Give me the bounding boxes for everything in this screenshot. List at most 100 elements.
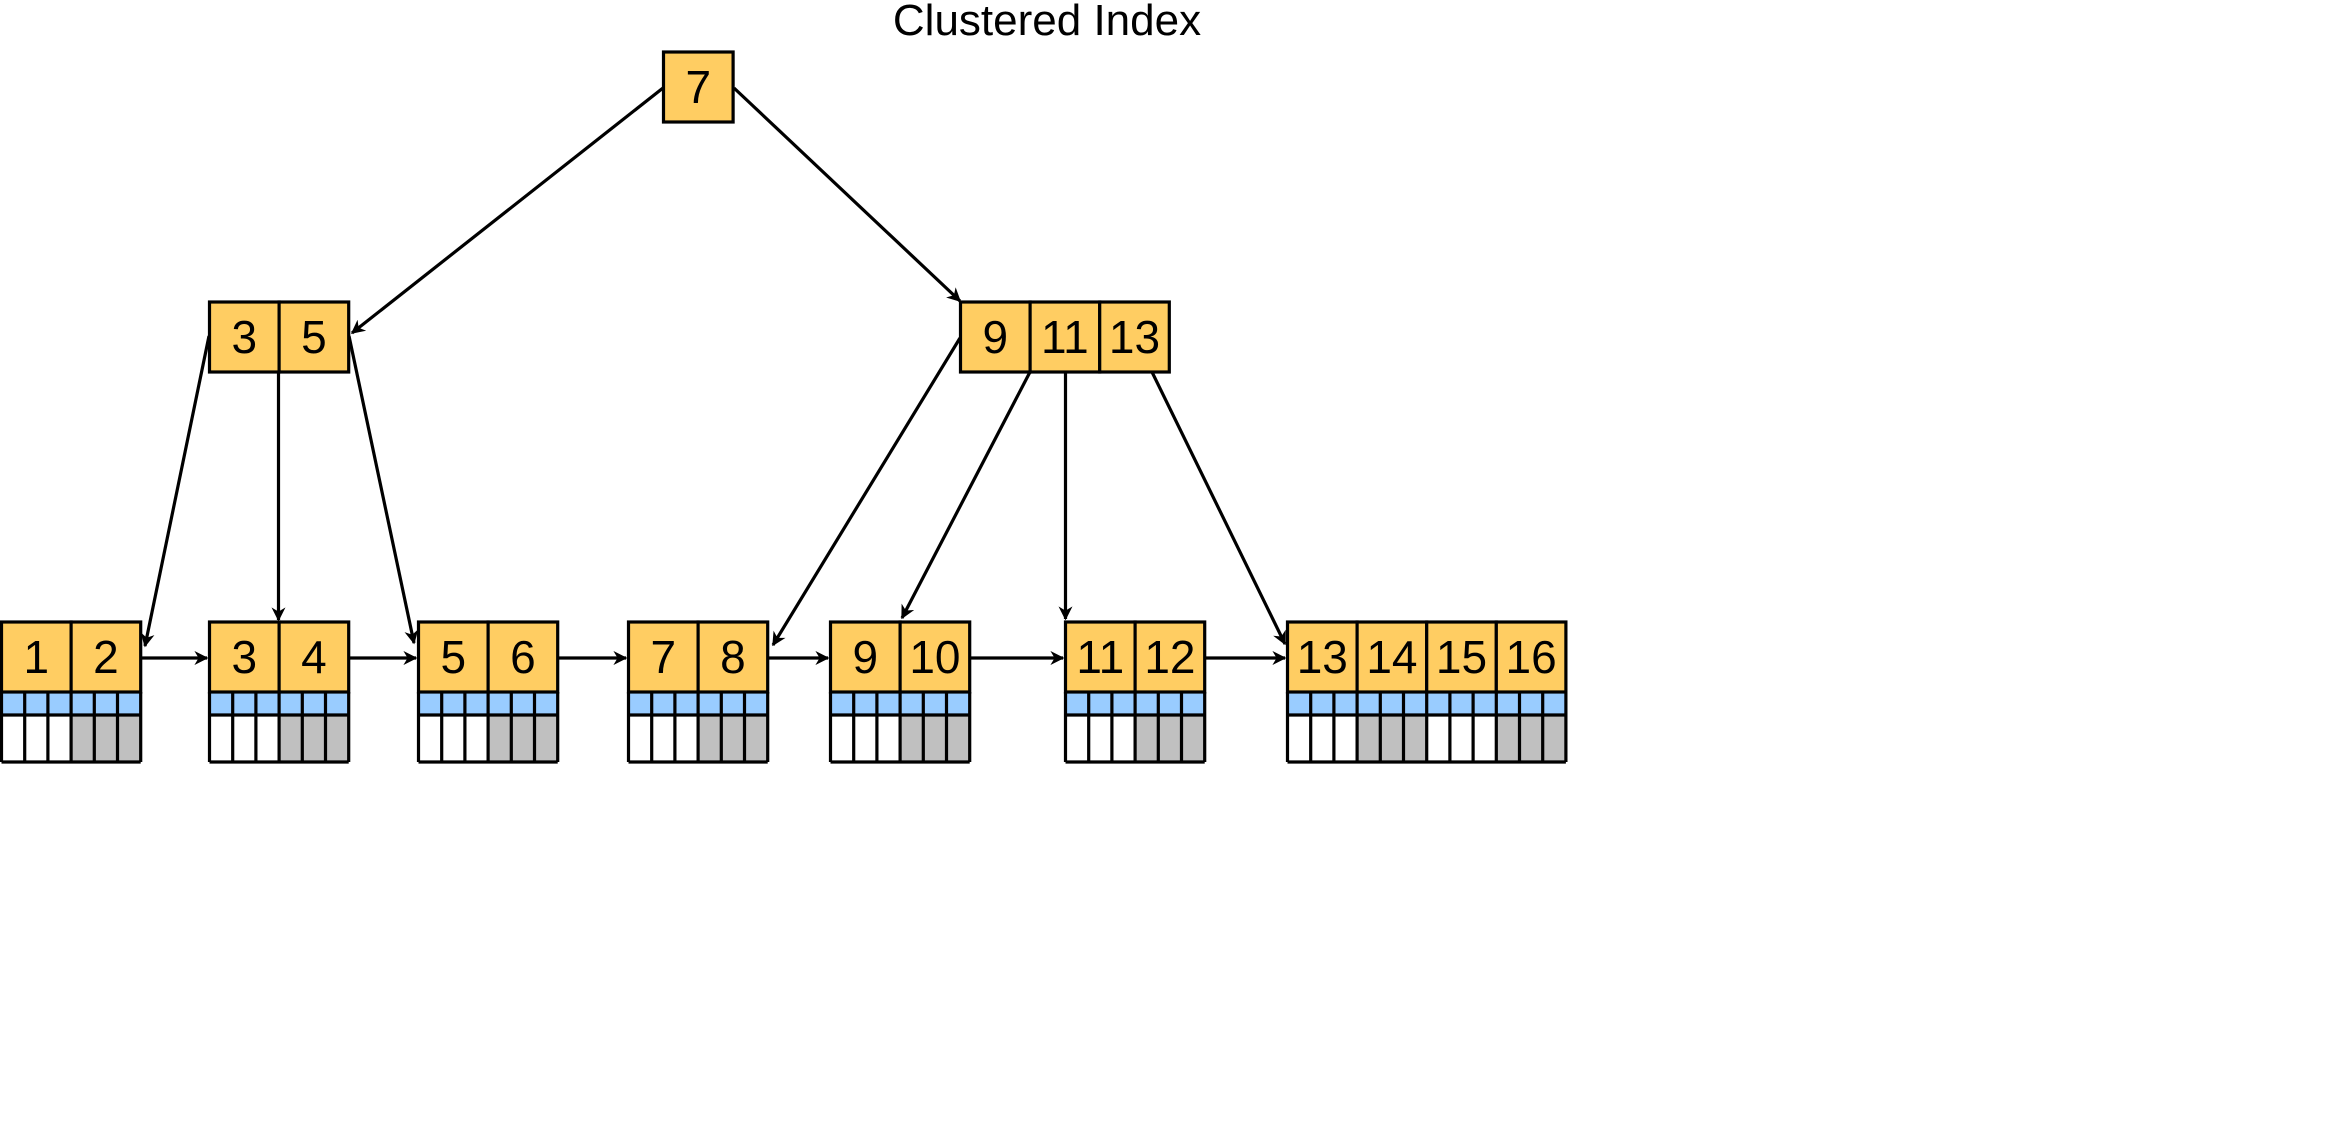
leaf-row-data-cell bbox=[876, 715, 901, 762]
leaf-row-data-cell-shaded bbox=[279, 715, 303, 762]
leaf-row-data-cell-shaded bbox=[1403, 715, 1427, 762]
root-to-internal-left-arrow bbox=[350, 86, 664, 335]
leaf-row-data-cell bbox=[1473, 715, 1497, 762]
leaf-row-header-cell bbox=[1333, 692, 1358, 715]
leaf-row-header-cell bbox=[1088, 692, 1112, 715]
leaf-key-cell bbox=[69, 620, 143, 694]
leaf-row-data-cell-shaded bbox=[946, 715, 970, 762]
root-node: 7 bbox=[661, 50, 735, 124]
leaf-row-header-cell bbox=[698, 692, 722, 715]
leaf-row-header-cell bbox=[1357, 692, 1381, 715]
leaf-key-label: 2 bbox=[93, 631, 119, 683]
internal-key-cell bbox=[958, 300, 1032, 374]
leaf-row-header-cell bbox=[628, 692, 652, 715]
leaf-row-header-cell bbox=[325, 692, 349, 715]
leaf-key-cell bbox=[898, 620, 972, 694]
leaf-row-data-cell bbox=[651, 715, 675, 762]
leaf-row-data-cell-shaded bbox=[923, 715, 947, 762]
leaf-row-data-cell-shaded bbox=[511, 715, 535, 762]
leaf-row-data-cell-shaded bbox=[1357, 715, 1381, 762]
internal-to-leaf-7-arrow bbox=[771, 337, 962, 647]
leaf-row-data-cell bbox=[1287, 715, 1311, 762]
leaf-row-header-cell bbox=[47, 692, 72, 715]
leaf-row-data-cell-shaded bbox=[534, 715, 558, 762]
leaf-row-data-cell-shaded bbox=[488, 715, 512, 762]
leaf-row-header-cell bbox=[1380, 692, 1404, 715]
leaf-row-header-cell bbox=[464, 692, 489, 715]
root-to-internal-right-arrow bbox=[732, 86, 962, 303]
leaf-key-cell bbox=[696, 620, 770, 694]
leaf-key-cell bbox=[1355, 620, 1429, 694]
internal-key-label: 9 bbox=[983, 311, 1009, 363]
leaf-key-label: 14 bbox=[1366, 631, 1417, 683]
leaf-row-data-cell-shaded bbox=[698, 715, 722, 762]
leaf-row-header-cell bbox=[71, 692, 95, 715]
leaf-row-data-cell bbox=[418, 715, 442, 762]
leaf-key-label: 9 bbox=[853, 631, 879, 683]
internal-to-leaf-13-arrow bbox=[1150, 371, 1287, 646]
leaf-row-data-cell bbox=[255, 715, 280, 762]
leaf-row-data-cell bbox=[232, 715, 256, 762]
leaf-row-header-cell bbox=[488, 692, 512, 715]
leaf-row-header-cell bbox=[674, 692, 699, 715]
leaf-row-header-cell bbox=[1403, 692, 1427, 715]
leaf-row-data-cell bbox=[47, 715, 72, 762]
leaf-row-data-cell bbox=[441, 715, 465, 762]
leaf-row-header-cell bbox=[853, 692, 877, 715]
leaf-row-header-cell bbox=[232, 692, 256, 715]
leaf-key-label: 5 bbox=[441, 631, 467, 683]
leaf-row-header-cell bbox=[1542, 692, 1566, 715]
internal-key-label: 11 bbox=[1041, 311, 1089, 363]
leaf-key-label: 1 bbox=[24, 631, 50, 683]
leaf-row-header-cell bbox=[1473, 692, 1497, 715]
leaf-row-data-cell-shaded bbox=[1380, 715, 1404, 762]
leaf-key-cell bbox=[1133, 620, 1207, 694]
leaf-key-cell bbox=[486, 620, 560, 694]
leaf-row-data-cell-shaded bbox=[744, 715, 768, 762]
internal-key-label: 5 bbox=[301, 311, 327, 363]
leaf-row-header-cell bbox=[418, 692, 442, 715]
leaf-row-header-cell bbox=[24, 692, 48, 715]
leaf-row-data-cell-shaded bbox=[1158, 715, 1182, 762]
leaf-row-header-cell bbox=[651, 692, 675, 715]
leaf-row-data-cell bbox=[24, 715, 48, 762]
leaf-key-label: 4 bbox=[301, 631, 327, 683]
leaf-row-data-cell bbox=[628, 715, 652, 762]
leaf-row-header-cell bbox=[744, 692, 768, 715]
leaf-row-data-cell bbox=[209, 715, 233, 762]
leaf-row-header-cell bbox=[721, 692, 745, 715]
internal-key-cell bbox=[277, 300, 351, 374]
leaf-row-header-cell bbox=[1496, 692, 1520, 715]
leaf-row-header-cell bbox=[876, 692, 901, 715]
leaf-row-data-cell bbox=[1310, 715, 1334, 762]
internal-key-cell bbox=[1098, 300, 1171, 374]
leaf-row-data-cell-shaded bbox=[1181, 715, 1205, 762]
leaf-key-label: 12 bbox=[1144, 631, 1195, 683]
leaf-row-header-cell bbox=[923, 692, 947, 715]
internal-to-leaf-5-arrow bbox=[347, 335, 419, 645]
leaf-key-label: 8 bbox=[720, 631, 746, 683]
leaf-row-data-cell-shaded bbox=[325, 715, 349, 762]
leaf-row-header-cell bbox=[1310, 692, 1334, 715]
leaf-row-header-cell bbox=[441, 692, 465, 715]
leaf-row-header-cell bbox=[255, 692, 280, 715]
leaf-row-data-cell-shaded bbox=[71, 715, 95, 762]
leaf-row-data-cell bbox=[1065, 715, 1089, 762]
leaf-row-header-cell bbox=[534, 692, 558, 715]
leaf-key-label: 15 bbox=[1436, 631, 1487, 683]
leaf-row-header-cell bbox=[1065, 692, 1089, 715]
leaf-row-header-cell bbox=[1158, 692, 1182, 715]
leaf-row-data-cell bbox=[1, 715, 25, 762]
leaf-key-label: 3 bbox=[232, 631, 258, 683]
leaf-row-data-cell-shaded bbox=[117, 715, 141, 762]
leaf-row-data-cell-shaded bbox=[900, 715, 924, 762]
leaf-row-data-cell bbox=[1333, 715, 1358, 762]
leaf-row-header-cell bbox=[117, 692, 141, 715]
